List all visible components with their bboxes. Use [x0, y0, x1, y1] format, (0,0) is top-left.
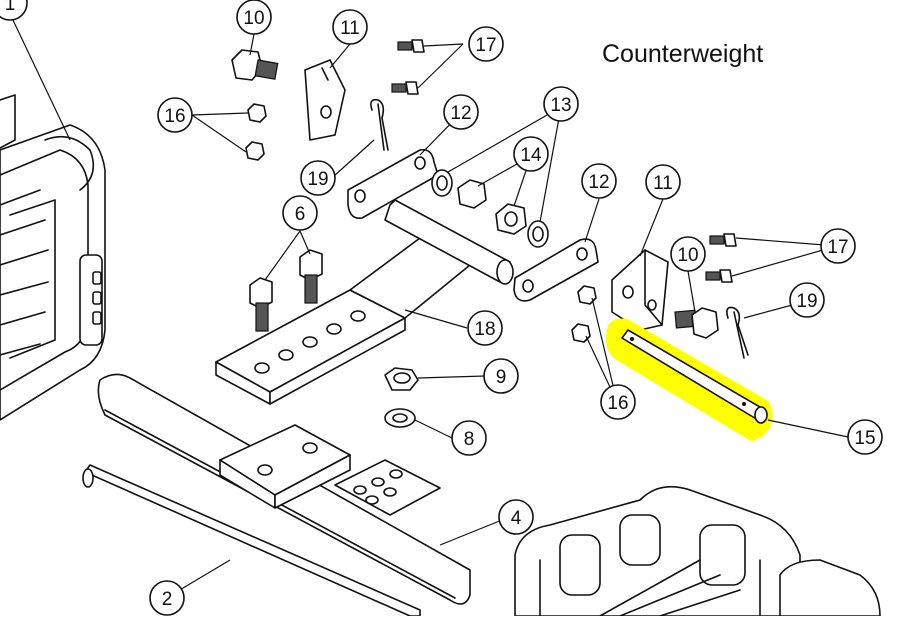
svg-text:1: 1	[5, 0, 16, 15]
svg-text:16: 16	[607, 393, 628, 414]
callout-2: 2	[149, 580, 185, 616]
callout-19-top: 19	[300, 160, 336, 196]
leader-lines	[11, 17, 849, 598]
svg-text:2: 2	[162, 589, 173, 610]
diagram-title: Counterweight	[602, 40, 764, 68]
callout-4: 4	[498, 499, 534, 535]
svg-text:4: 4	[511, 508, 522, 529]
svg-text:19: 19	[307, 169, 328, 190]
washer-8	[384, 408, 416, 428]
counterweight-block-right	[514, 485, 881, 617]
callout-15: 15	[847, 419, 883, 455]
svg-text:14: 14	[520, 145, 542, 166]
callout-17-top: 17	[468, 26, 504, 62]
svg-text:13: 13	[550, 95, 571, 116]
callout-14: 14	[513, 136, 549, 172]
svg-text:10: 10	[677, 245, 698, 266]
pin-15-highlighted	[605, 318, 773, 441]
bolts-6	[249, 249, 323, 332]
callout-19-right: 19	[789, 282, 825, 318]
svg-text:9: 9	[496, 367, 507, 388]
mounting-plate	[215, 199, 514, 405]
svg-text:15: 15	[854, 428, 875, 449]
bolt-10-right	[674, 307, 719, 339]
bolts-17-top	[391, 39, 425, 95]
callout-17-right: 17	[820, 228, 856, 264]
callout-10-right: 10	[670, 236, 706, 272]
svg-text:11: 11	[653, 173, 673, 194]
svg-text:18: 18	[474, 319, 495, 340]
nut-14-b	[495, 203, 527, 235]
callout-1: 1	[0, 0, 28, 21]
callout-13: 13	[543, 86, 579, 122]
callout-11-right: 11	[645, 164, 681, 200]
washer-13-a	[431, 169, 453, 197]
bracket-11-top	[304, 59, 346, 141]
callout-16-right: 16	[600, 384, 636, 420]
clip-pin-19-top	[370, 98, 389, 151]
washer-13-b	[527, 220, 549, 248]
bolt-10-top	[231, 49, 279, 81]
svg-text:12: 12	[450, 103, 471, 124]
rod	[82, 464, 421, 617]
callout-8: 8	[451, 420, 487, 456]
nut-9	[384, 367, 419, 391]
svg-text:16: 16	[164, 106, 185, 127]
svg-text:17: 17	[827, 237, 848, 258]
svg-text:11: 11	[340, 18, 360, 39]
svg-text:8: 8	[464, 429, 475, 450]
nuts-16-right	[571, 285, 597, 343]
nut-14-a	[457, 179, 487, 209]
callout-12-left: 12	[443, 94, 479, 130]
clip-pin-19-right	[726, 306, 749, 359]
bracket-11-right	[611, 249, 669, 331]
bolts-17-right	[705, 233, 737, 283]
callout-10-top: 10	[236, 0, 272, 35]
counterweight-block-left	[0, 94, 106, 421]
callout-18: 18	[467, 310, 503, 346]
svg-text:19: 19	[796, 291, 817, 312]
callout-11-top: 11	[332, 9, 368, 45]
callouts: 1 10 11 17 16 12 13 19 14 6 12 11 10 17 …	[0, 0, 883, 616]
callout-12-right: 12	[581, 163, 617, 199]
frame-rail	[97, 373, 471, 605]
callout-6: 6	[282, 195, 318, 231]
svg-text:12: 12	[588, 172, 609, 193]
svg-text:17: 17	[475, 35, 496, 56]
callout-9: 9	[483, 358, 519, 394]
svg-text:10: 10	[243, 8, 264, 29]
nuts-16-top	[245, 103, 267, 161]
callout-16-top: 16	[157, 97, 193, 133]
svg-text:6: 6	[295, 204, 306, 225]
